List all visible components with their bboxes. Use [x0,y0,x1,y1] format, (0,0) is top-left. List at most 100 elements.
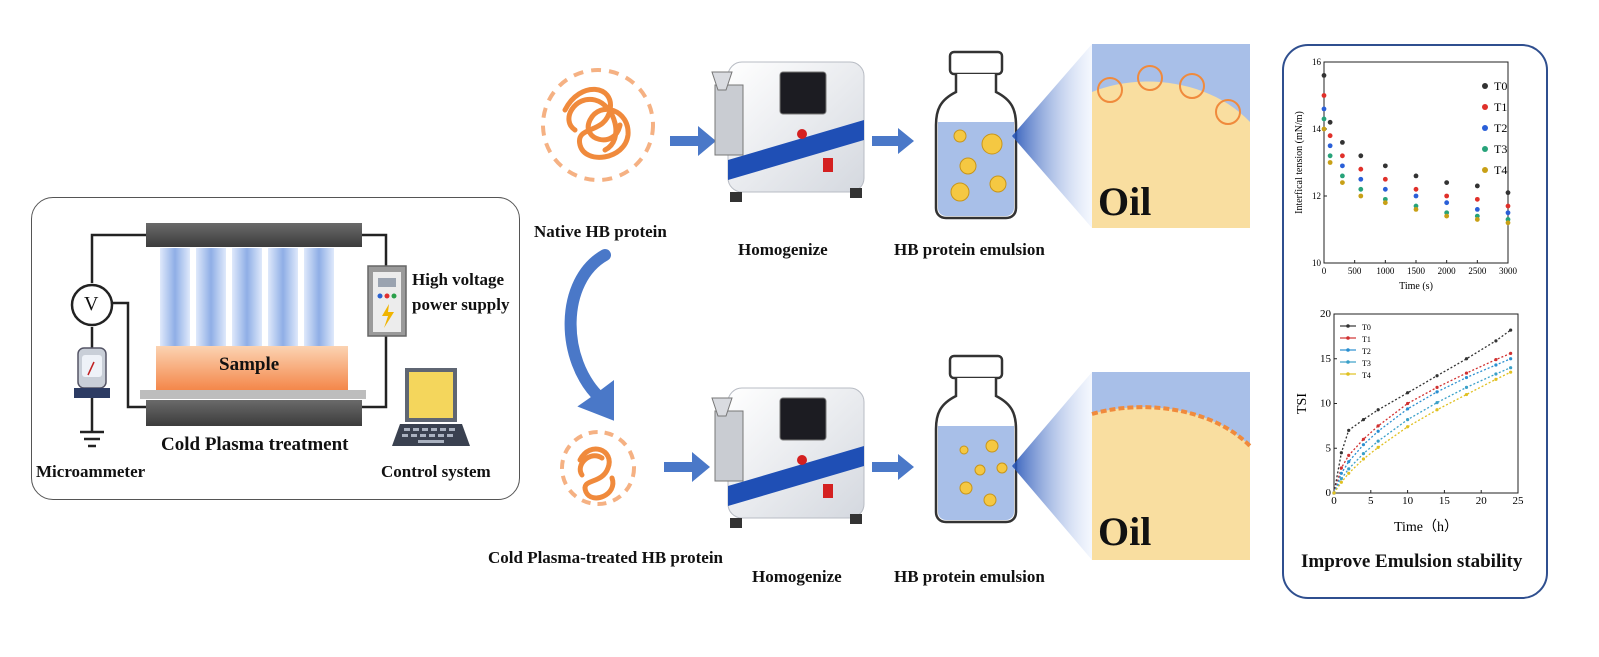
legend-dot-T3 [1346,360,1350,364]
x-axis-label: Time（h） [1394,519,1458,535]
series-line-T4 [1333,371,1511,494]
x-tick-label: 500 [1348,266,1362,276]
legend-label-T4: T4 [1494,163,1507,177]
data-point-T0 [1321,73,1327,78]
data-point-T0 [1382,163,1388,169]
y-tick-label: 10 [1312,258,1322,268]
laptop-icon [392,368,470,446]
data-point-T3 [1509,366,1513,370]
data-point-T1 [1509,351,1513,355]
x-axis-label: Time (s) [1399,281,1433,292]
y-tick-label: 10 [1320,398,1332,410]
data-point-T1 [1464,371,1469,375]
plasma-discharge [160,248,334,348]
treated-protein-label: Cold Plasma-treated HB protein [488,548,723,567]
y-tick-label: 12 [1312,191,1321,201]
y-axis-label: TSI [1295,393,1310,414]
data-point-T3 [1376,439,1380,443]
x-tick-label: 0 [1322,266,1327,276]
data-point-T0 [1474,183,1480,189]
legend-label-T1: T1 [1494,100,1507,114]
legend-label-T2: T2 [1362,347,1371,356]
sample-block [156,346,348,390]
sample-label: Sample [219,354,280,375]
data-point-T2 [1358,176,1364,182]
data-point-T0 [1444,180,1450,186]
data-point-T3 [1347,467,1351,471]
native-protein-label: Native HB protein [534,222,667,241]
improve-stability-label: Improve Emulsion stability [1301,551,1523,572]
y-tick-label: 16 [1312,57,1322,67]
series-line-T3 [1333,367,1511,494]
legend-dot-T1 [1482,104,1488,110]
data-point-T2 [1406,407,1410,411]
flow-arrows [664,126,914,482]
y-tick-label: 15 [1320,353,1332,365]
data-point-T0 [1406,391,1410,395]
zoom-box-bottom [1091,372,1252,560]
process-flow [541,44,1252,560]
cold-plasma-label: Cold Plasma treatment [161,434,349,455]
data-point-T0 [1509,328,1513,332]
x-tick-label: 3000 [1499,266,1518,276]
data-point-T2 [1339,471,1343,475]
data-point-T2 [1494,363,1498,367]
voltmeter-label: V [84,293,99,315]
data-point-T2 [1435,390,1439,394]
legend-dot-T3 [1482,146,1488,152]
emulsion-bottom-label: HB protein emulsion [894,567,1045,586]
data-point-T0 [1361,418,1366,422]
data-point-T4 [1327,160,1333,165]
curved-arrow-icon [564,249,614,421]
y-tick-label: 0 [1326,487,1332,499]
data-point-T2 [1327,143,1333,149]
data-point-T1 [1347,453,1351,458]
zoom-cone-bottom [1012,372,1092,560]
data-point-T1 [1444,193,1450,199]
data-point-T4 [1361,457,1366,461]
data-point-T1 [1474,196,1480,202]
oil-label-bottom: Oil [1098,509,1152,554]
legend-dot-T0 [1482,83,1488,89]
data-point-T3 [1494,372,1498,376]
data-point-T3 [1321,116,1327,122]
data-point-T3 [1505,217,1511,222]
data-point-T4 [1406,425,1410,429]
data-point-T3 [1382,196,1388,202]
data-point-T3 [1406,418,1410,422]
bottom-electrode [146,400,362,426]
homogenizer-top-icon [711,61,865,202]
plot-frame [1323,61,1509,264]
data-point-T2 [1376,429,1380,433]
legend-dot-T4 [1346,372,1350,376]
charts-panel [1282,44,1548,599]
ground-icon [80,430,104,448]
control-system-label: Control system [381,462,491,481]
homogenize-top-label: Homogenize [738,240,828,259]
series-line-T1 [1333,352,1511,494]
x-tick-label: 5 [1368,495,1374,507]
x-tick-label: 10 [1402,495,1414,507]
voltmeter-icon [70,283,114,327]
legend-label-T3: T3 [1494,142,1507,156]
data-point-T0 [1413,173,1419,179]
data-point-T4 [1376,445,1380,449]
bottle-bottom-icon [934,354,1018,524]
data-point-T0 [1505,190,1511,196]
legend-label-T0: T0 [1362,323,1371,332]
data-point-T4 [1474,217,1480,222]
y-axis-label: Interfical tension (mN/m) [1294,111,1305,214]
data-point-T1 [1339,466,1343,470]
hv-label-line1: High voltage [412,270,505,289]
data-point-T4 [1382,200,1388,206]
top-electrode [146,223,362,247]
legend-dot-T2 [1346,348,1350,352]
data-point-T4 [1494,377,1498,381]
x-tick-label: 25 [1513,495,1525,507]
series-line-T0 [1333,329,1511,494]
hv-label-line2: power supply [412,295,510,314]
data-point-T4 [1444,213,1450,219]
data-point-T4 [1321,126,1327,132]
homogenize-bottom-label: Homogenize [752,567,842,586]
